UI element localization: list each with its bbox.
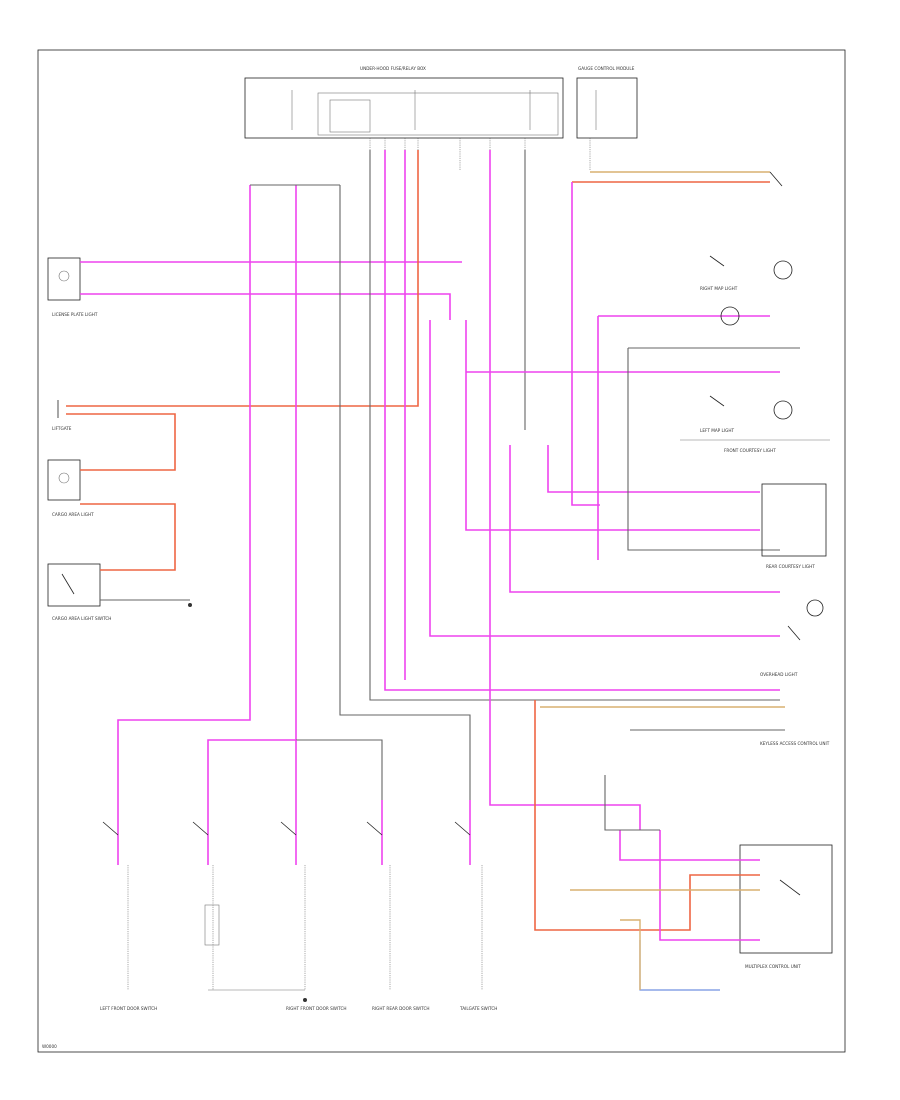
underhood-fuse-label: UNDER-HOOD FUSE/RELAY BOX: [360, 66, 426, 71]
wire-gauge-pink: [571, 182, 600, 506]
footer-code: W0000: [42, 1044, 57, 1049]
license-plate-light: LICENSE PLATE LIGHT: [47, 257, 98, 317]
overhead-light-label: OVERHEAD LIGHT: [760, 672, 798, 677]
wire-b: [384, 150, 780, 691]
liftgate-label: LIFTGATE: [52, 426, 72, 431]
wire-bottom-grey: [604, 775, 660, 831]
wire-v2b: [296, 739, 383, 800]
keyless-label: KEYLESS ACCESS CONTROL UNIT: [760, 741, 830, 746]
wire-a: [369, 150, 780, 701]
wire-v3: [339, 185, 471, 800]
wire-d: [429, 320, 780, 637]
multi-control-label: MULTIPLEX CONTROL UNIT: [745, 964, 801, 969]
wire-bottom-tan2: [620, 919, 641, 990]
wire-liftgate-orange: [66, 150, 419, 407]
door-switch-left-rear: [192, 800, 220, 990]
wire-bottom-orange: [534, 700, 760, 931]
wire-bottom-pink3: [659, 830, 760, 941]
door-switch-rf-label: RIGHT FRONT DOOR SWITCH: [286, 1006, 347, 1011]
cargo-switch-label: CARGO AREA LIGHT SWITCH: [52, 616, 111, 621]
wire-bottom-pink2: [619, 830, 760, 861]
wire-cargo-orange: [80, 503, 176, 571]
gauge-control-label: GAUGE CONTROL MODULE: [578, 66, 635, 71]
wire-bottom-pink1: [600, 804, 641, 830]
rear-courtesy-light: REAR COURTESY LIGHT: [761, 483, 827, 569]
diagram-frame: [37, 49, 846, 1053]
underhood-fuse-box: UNDER-HOOD FUSE/RELAY BOX: [244, 66, 564, 139]
door-switch-rr-label: RIGHT REAR DOOR SWITCH: [372, 1006, 430, 1011]
front-courtesy-light: FRONT COURTESY LIGHT: [724, 171, 783, 453]
rear-courtesy-label: REAR COURTESY LIGHT: [766, 564, 815, 569]
door-switch-lf-label: LEFT FRONT DOOR SWITCH: [100, 1006, 157, 1011]
door-switch-right-rear: RIGHT REAR DOOR SWITCH: [366, 800, 430, 1011]
door-switch-tg-label: TAILGATE SWITCH: [459, 1006, 497, 1011]
wire-liftgate-orange-2: [66, 413, 176, 471]
multiplex-control-unit: MULTIPLEX CONTROL UNIT: [739, 844, 833, 969]
license-light-label: LICENSE PLATE LIGHT: [52, 312, 98, 317]
left-map-label: LEFT MAP LIGHT: [700, 428, 734, 433]
ground-dot: [303, 998, 307, 1002]
ground-cargo: [188, 603, 192, 607]
front-courtesy-label: FRONT COURTESY LIGHT: [724, 448, 776, 453]
overhead-light: OVERHEAD LIGHT: [760, 599, 824, 677]
wire-right-grey-v: [627, 348, 780, 551]
wire-f: [489, 150, 600, 806]
right-map-label: RIGHT MAP LIGHT: [700, 286, 738, 291]
cargo-area-light-switch: CARGO AREA LIGHT SWITCH: [47, 563, 111, 621]
wire-v2: [207, 185, 297, 800]
top-connectors: [369, 138, 591, 180]
door-switch-left-front: LEFT FRONT DOOR SWITCH: [100, 800, 157, 1011]
wire-v1: [117, 185, 251, 800]
wire-license-pink-2: [80, 293, 451, 320]
liftgate: LIFTGATE: [52, 400, 72, 431]
left-map-light: LEFT MAP LIGHT: [700, 395, 793, 433]
door-switch-tailgate: TAILGATE SWITCH: [454, 800, 497, 1011]
right-map-light: RIGHT MAP LIGHT: [700, 255, 793, 326]
wire-e: [465, 320, 760, 531]
gauge-control-box: GAUGE CONTROL MODULE: [576, 66, 638, 139]
wire-bottom-blue: [639, 940, 720, 991]
wire-j: [547, 445, 760, 493]
cargo-light-label: CARGO AREA LIGHT: [52, 512, 94, 517]
door-switch-right-front: RIGHT FRONT DOOR SWITCH: [280, 800, 347, 1011]
cargo-area-light: CARGO AREA LIGHT: [47, 459, 94, 517]
wire-i: [509, 445, 780, 593]
